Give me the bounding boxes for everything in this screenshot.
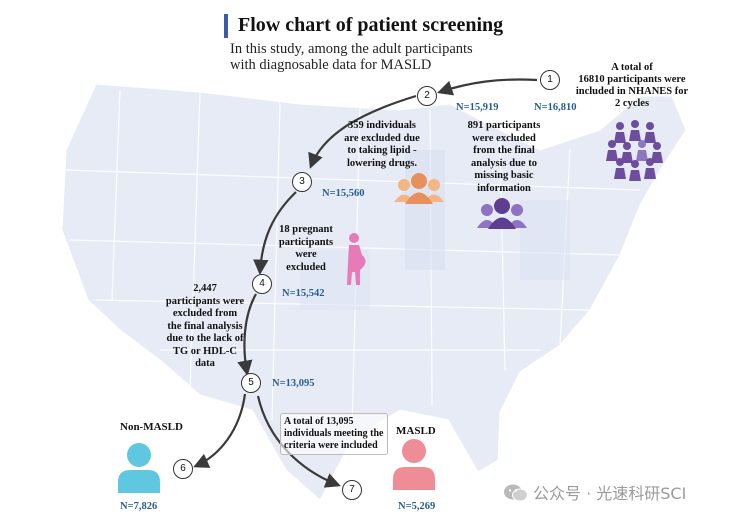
step-node-3: 3 [292,172,312,192]
step-node-5: 5 [241,373,261,393]
step-4-count: N=15,542 [282,288,325,299]
arrow-2-to-3 [308,94,417,169]
person-pink-icon [393,439,435,490]
intro-text: In this study, among the adult participa… [230,41,473,73]
arrow-5-to-6 [193,393,247,468]
people-group-purple-icon [477,198,527,229]
pregnant-woman-icon [347,233,366,285]
people-group-orange-icon [394,173,444,204]
step-node-6: 6 [173,459,193,479]
map-silhouette [61,83,687,501]
step-node-4: 4 [252,274,272,294]
masld-label: MASLD [396,425,436,437]
arrow-3-to-4 [253,191,297,276]
state-shading [300,150,570,310]
step-node-1: 1 [540,70,560,90]
step-node-2: 2 [417,86,437,106]
flow-arrows [193,78,538,488]
step-2-count: N=15,919 [456,102,499,113]
step-3-count: N=15,560 [322,188,365,199]
final-inclusion-note: A total of 13,095 individuals meeting th… [280,413,388,455]
page-title: Flow chart of patient screening [238,14,504,36]
step-node-7: 7 [342,480,362,500]
step-6-count: N=7,826 [120,501,158,512]
step-7-count: N=5,269 [398,501,436,512]
exclusion-tg-hdl: 2,447 participants were excluded from th… [165,283,245,369]
step-1-count: N=16,810 [534,102,577,113]
wechat-logo-icon [504,484,528,502]
people-group-large-icon [606,120,663,181]
non-masld-label: Non-MASLD [120,421,183,433]
arrow-1-to-2 [437,78,538,96]
step-1-description: A total of 16810 participants were inclu… [575,62,689,109]
exclusion-pregnant: 18 pregnant participants were excluded [278,224,334,273]
step-5-count: N=13,095 [272,378,315,389]
watermark-text: 公众号 · 光速科研SCI [533,484,687,503]
person-cyan-icon [118,443,160,493]
exclusion-lipid-drugs: 359 individuals are excluded due to taki… [344,120,420,169]
exclusion-missing-info: 891 participants were excluded from the … [467,120,541,194]
title-accent-bar [224,14,228,38]
arrow-4-to-5 [237,293,257,377]
